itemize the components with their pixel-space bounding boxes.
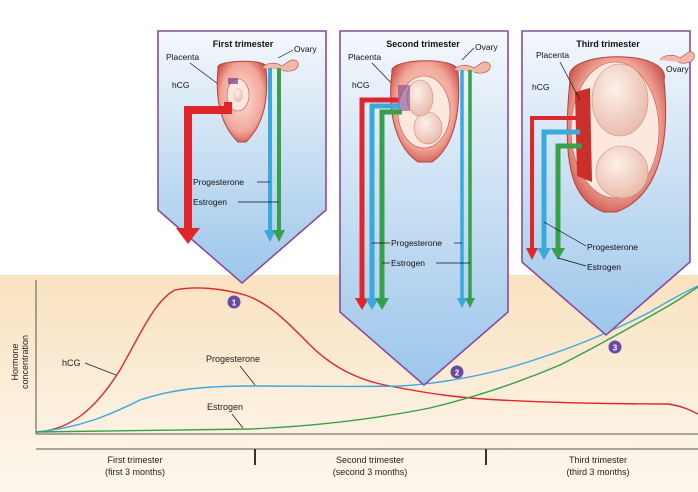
panel-1-ovary-label: Ovary [294, 44, 317, 54]
marker-2 [450, 365, 464, 379]
panel-3-hcg-label: hCG [532, 82, 549, 92]
panel-1-embryo [233, 88, 243, 102]
period-1-line-2: (first 3 months) [105, 467, 165, 477]
panel-3-placenta-leader [559, 61, 581, 101]
panel-3-fetus-body [591, 63, 649, 137]
panel-3-estrogen-label: Estrogen [587, 262, 621, 272]
panel-3-progesterone-label: Progesterone [587, 242, 638, 252]
panel-2-placenta-label: Placenta [348, 52, 381, 62]
marker-1-label: 1 [232, 299, 237, 308]
panel-2-fetus-head [413, 111, 443, 145]
panel-2-ovary-label: Ovary [475, 42, 498, 52]
panel-3-progesterone-arrowhead [537, 248, 551, 260]
panel-3-estrogen-arrow [555, 143, 582, 250]
panel-2-estrogen-label: Estrogen [391, 258, 425, 268]
y-label-line-2: concentration [20, 335, 30, 389]
panel-1-hcg-label: hCG [172, 80, 189, 90]
period-3-line-1: Third trimester [569, 455, 627, 465]
progesterone-leader [239, 365, 256, 386]
y-label-line-1: Hormone [10, 343, 20, 380]
panel-3-progesterone-arrow [541, 129, 580, 250]
panel-3-progesterone-leader [543, 221, 587, 247]
panel-2-estrogen-arrowhead-left [375, 298, 389, 310]
panel-3-ovary-label: Ovary [666, 64, 689, 74]
marker-3 [608, 340, 622, 354]
panel-1-estrogen-arrowhead [273, 230, 285, 242]
panel-3-hcg-arrow [530, 116, 578, 250]
period-3-line-2: (third 3 months) [566, 467, 629, 477]
panel-3-fetus-head [595, 145, 649, 199]
panel-1-frame [157, 30, 327, 285]
panel-3-estrogen-arrowhead [551, 248, 565, 260]
period-1-line-1: First trimester [108, 455, 163, 465]
panel-2-hcg-label: hCG [352, 80, 369, 90]
hcg-curve-label: hCG [62, 358, 81, 368]
panel-2-estrogen-arrowhead-right [465, 298, 475, 308]
y-axis-label: Hormone concentration [10, 335, 30, 389]
panel-1-title: First trimester [213, 39, 274, 49]
panel-2-fetus-body [406, 79, 434, 117]
panel-1-progesterone-arrowhead [264, 230, 276, 242]
panel-1-placenta-label: Placenta [166, 52, 199, 62]
panel-3-ovary [659, 51, 695, 64]
panel-2-placenta [398, 85, 410, 111]
panel-3-hcg-arrowhead [526, 248, 538, 260]
hcg-curve [35, 287, 698, 433]
panel-2-progesterone-label: Progesterone [391, 238, 442, 248]
panel-2-hcg-arrowhead [355, 298, 369, 310]
panel-2-title: Second trimester [386, 39, 460, 49]
panel-1-hcg-arrowhead [176, 228, 200, 244]
marker-2-label: 2 [455, 369, 460, 378]
panel-third-trimester: Third trimester Placenta Ovary hCG Proge… [521, 30, 695, 354]
panel-1-placenta [228, 78, 238, 84]
estrogen-curve-label: Estrogen [207, 402, 243, 412]
period-2-line-1: Second trimester [336, 455, 404, 465]
panel-first-trimester: First trimester Placenta Ovary hCG Proge… [157, 30, 327, 309]
panel-2-progesterone-arrowhead-left [365, 298, 379, 310]
panel-2-progesterone-arrow-left [369, 103, 400, 300]
marker-3-label: 3 [613, 344, 618, 353]
panel-3-title: Third trimester [576, 39, 640, 49]
panel-3-placenta [575, 88, 592, 182]
period-2-line-2: (second 3 months) [333, 467, 408, 477]
marker-1 [227, 295, 241, 309]
progesterone-curve-label: Progesterone [206, 354, 260, 364]
panel-3-placenta-label: Placenta [536, 50, 569, 60]
panel-1-progesterone-label: Progesterone [193, 177, 244, 187]
panel-1-ovary-leader [277, 49, 294, 59]
panel-2-estrogen-arrow-left [379, 109, 402, 300]
progesterone-curve [35, 285, 698, 433]
estrogen-leader [231, 413, 244, 429]
estrogen-curve [35, 286, 698, 433]
panel-second-trimester: Second trimester Placenta Ovary hCG Prog… [339, 30, 509, 387]
panel-2-progesterone-arrowhead-right [457, 298, 467, 308]
panel-1-hcg-arrow [184, 102, 232, 232]
panel-2-hcg-arrow [359, 97, 398, 300]
panel-2-ovary-leader [461, 47, 475, 61]
panel-1-estrogen-label: Estrogen [193, 197, 227, 207]
hcg-leader [84, 362, 117, 376]
panel-3-estrogen-leader [557, 257, 587, 267]
